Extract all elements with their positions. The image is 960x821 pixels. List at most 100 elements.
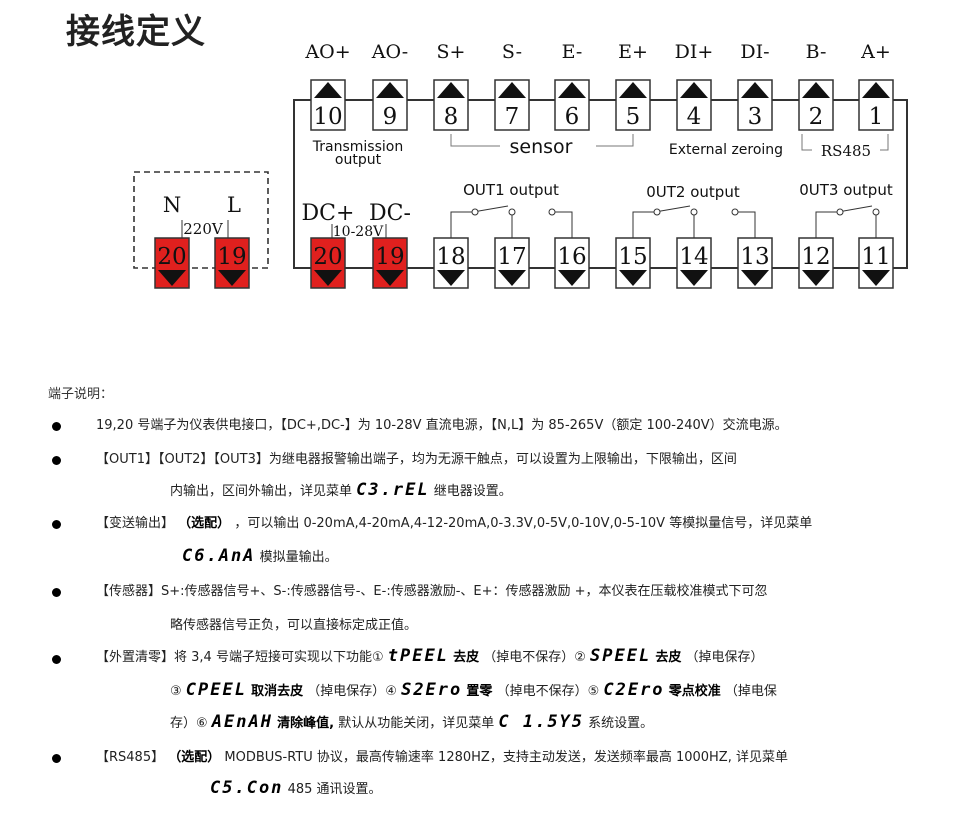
note-line: C5.Con 485 通讯设置。 bbox=[210, 778, 382, 798]
out2-label: 0UT2 output bbox=[646, 183, 740, 201]
terminal-label: S+ bbox=[437, 41, 466, 63]
relay-contact bbox=[815, 205, 877, 238]
note-text: （掉电保存） bbox=[685, 650, 764, 665]
note-text: 【RS485】 bbox=[96, 750, 165, 765]
terminal-arrow bbox=[314, 270, 342, 286]
terminal-number: 18 bbox=[436, 244, 465, 270]
relay-contact bbox=[737, 211, 756, 238]
note-text: 系统设置。 bbox=[588, 716, 654, 731]
relay-contact bbox=[450, 205, 513, 238]
terminal-arrow bbox=[376, 82, 404, 98]
rs485-label: RS485 bbox=[821, 142, 871, 160]
menu-code: C6.AnA bbox=[182, 546, 256, 566]
menu-code: tPEEL bbox=[387, 646, 449, 666]
terminal-arrow bbox=[158, 270, 186, 286]
terminal-number: 1 bbox=[869, 104, 884, 130]
note-text: （掉电保存）④ bbox=[307, 684, 397, 699]
terminal-number: 19 bbox=[375, 244, 404, 270]
menu-code: CPEEL bbox=[185, 680, 247, 700]
menu-code: C 1.5Y5 bbox=[498, 712, 585, 732]
relay-node bbox=[508, 208, 516, 216]
notes-heading: 端子说明： bbox=[48, 387, 114, 402]
note-text: （掉电保 bbox=[724, 684, 777, 699]
menu-code: AEnAH bbox=[211, 712, 273, 732]
out3-label: 0UT3 output bbox=[799, 181, 893, 199]
note-text: 内输出，区间外输出，详见菜单 bbox=[170, 484, 353, 499]
terminal-label: A+ bbox=[860, 41, 891, 63]
note-bold: 置零 bbox=[466, 684, 493, 699]
out1-label: OUT1 output bbox=[463, 181, 559, 199]
transmission-label: Transmission bbox=[312, 139, 403, 155]
terminal-arrow bbox=[376, 270, 404, 286]
terminal-number: 17 bbox=[497, 244, 526, 270]
note-text: （掉电不保存）⑤ bbox=[496, 684, 600, 699]
terminal-arrow bbox=[680, 82, 708, 98]
relay-contact bbox=[554, 211, 573, 238]
terminal-label: AO+ bbox=[304, 41, 350, 63]
terminal-number: 20 bbox=[157, 244, 186, 270]
relay-node bbox=[690, 208, 698, 216]
terminal-number: 7 bbox=[505, 104, 520, 130]
relay-node bbox=[471, 208, 479, 216]
note-text: MODBUS-RTU 协议，最高传输速率 1280HZ，支持主动发送，发送频率最… bbox=[224, 750, 788, 765]
terminal-label: B- bbox=[806, 41, 827, 63]
terminal-arrow bbox=[802, 270, 830, 286]
relay-node bbox=[872, 208, 880, 216]
note-bold: （选配） bbox=[168, 750, 221, 765]
note-text: 【外置清零】将 3,4 号端子短接可实现以下功能① bbox=[96, 650, 384, 665]
terminal-number: 13 bbox=[740, 244, 769, 270]
terminal-arrow bbox=[558, 82, 586, 98]
bullet bbox=[52, 520, 61, 529]
note-bold: 去皮 bbox=[655, 650, 682, 665]
terminal-box bbox=[372, 79, 408, 131]
ac-n-label: N bbox=[163, 193, 181, 217]
note-line: 【传感器】S+:传感器信号+、S-:传感器信号-、E-:传感器激励-、E+：传感… bbox=[96, 584, 768, 599]
note-bold: 清除峰值, bbox=[277, 716, 335, 731]
terminal-number: 15 bbox=[618, 244, 647, 270]
note-line: 略传感器信号正负，可以直接标定成正值。 bbox=[170, 618, 418, 633]
bullet bbox=[52, 422, 61, 431]
dc-minus-label: DC- bbox=[369, 201, 411, 226]
terminal-arrow bbox=[680, 270, 708, 286]
terminal-number: 16 bbox=[557, 244, 586, 270]
terminal-number: 5 bbox=[626, 104, 641, 130]
relay-node bbox=[548, 208, 556, 216]
relay-node bbox=[731, 208, 739, 216]
note-line: 内输出，区间外输出，详见菜单 C3.rEL 继电器设置。 bbox=[170, 480, 512, 500]
terminal-label: DI+ bbox=[675, 41, 714, 63]
terminal-arrow bbox=[619, 82, 647, 98]
relay-node bbox=[836, 208, 844, 216]
terminal-number: 6 bbox=[565, 104, 580, 130]
note-text: 485 通讯设置。 bbox=[287, 782, 382, 797]
terminal-block-frame bbox=[293, 99, 908, 269]
terminal-number: 8 bbox=[444, 104, 459, 130]
terminal-arrow bbox=[498, 270, 526, 286]
bullet bbox=[52, 456, 61, 465]
note-text: 模拟量输出。 bbox=[259, 550, 338, 565]
transmission-label: output bbox=[335, 152, 382, 168]
terminal-number: 11 bbox=[861, 244, 890, 270]
note-line: 存）⑥ AEnAH 清除峰值, 默认从功能关闭，详见菜单 C 1.5Y5 系统设… bbox=[170, 712, 653, 732]
relay-node bbox=[653, 208, 661, 216]
terminal-arrow bbox=[741, 82, 769, 98]
terminal-arrow bbox=[862, 82, 890, 98]
note-bold: 零点校准 bbox=[668, 684, 721, 699]
menu-code: C3.rEL bbox=[356, 480, 430, 500]
terminal-arrow bbox=[802, 82, 830, 98]
note-bold: 去皮 bbox=[453, 650, 480, 665]
note-line: 【变送输出】 （选配） ，可以输出 0-20mA,4-20mA,4-12-20m… bbox=[96, 512, 812, 531]
terminal-number: 12 bbox=[801, 244, 830, 270]
menu-code: S2Ero bbox=[401, 680, 463, 700]
note-line: 19,20 号端子为仪表供电接口，【DC+,DC-】为 10-28V 直流电源，… bbox=[96, 418, 788, 433]
terminal-label: E+ bbox=[618, 41, 648, 63]
note-line: C6.AnA 模拟量输出。 bbox=[182, 546, 338, 566]
rs485-bracket bbox=[801, 134, 889, 151]
terminal-label: S- bbox=[502, 41, 522, 63]
menu-code: C5.Con bbox=[210, 778, 284, 798]
sensor-bracket bbox=[450, 134, 634, 147]
terminal-number: 10 bbox=[313, 104, 342, 130]
